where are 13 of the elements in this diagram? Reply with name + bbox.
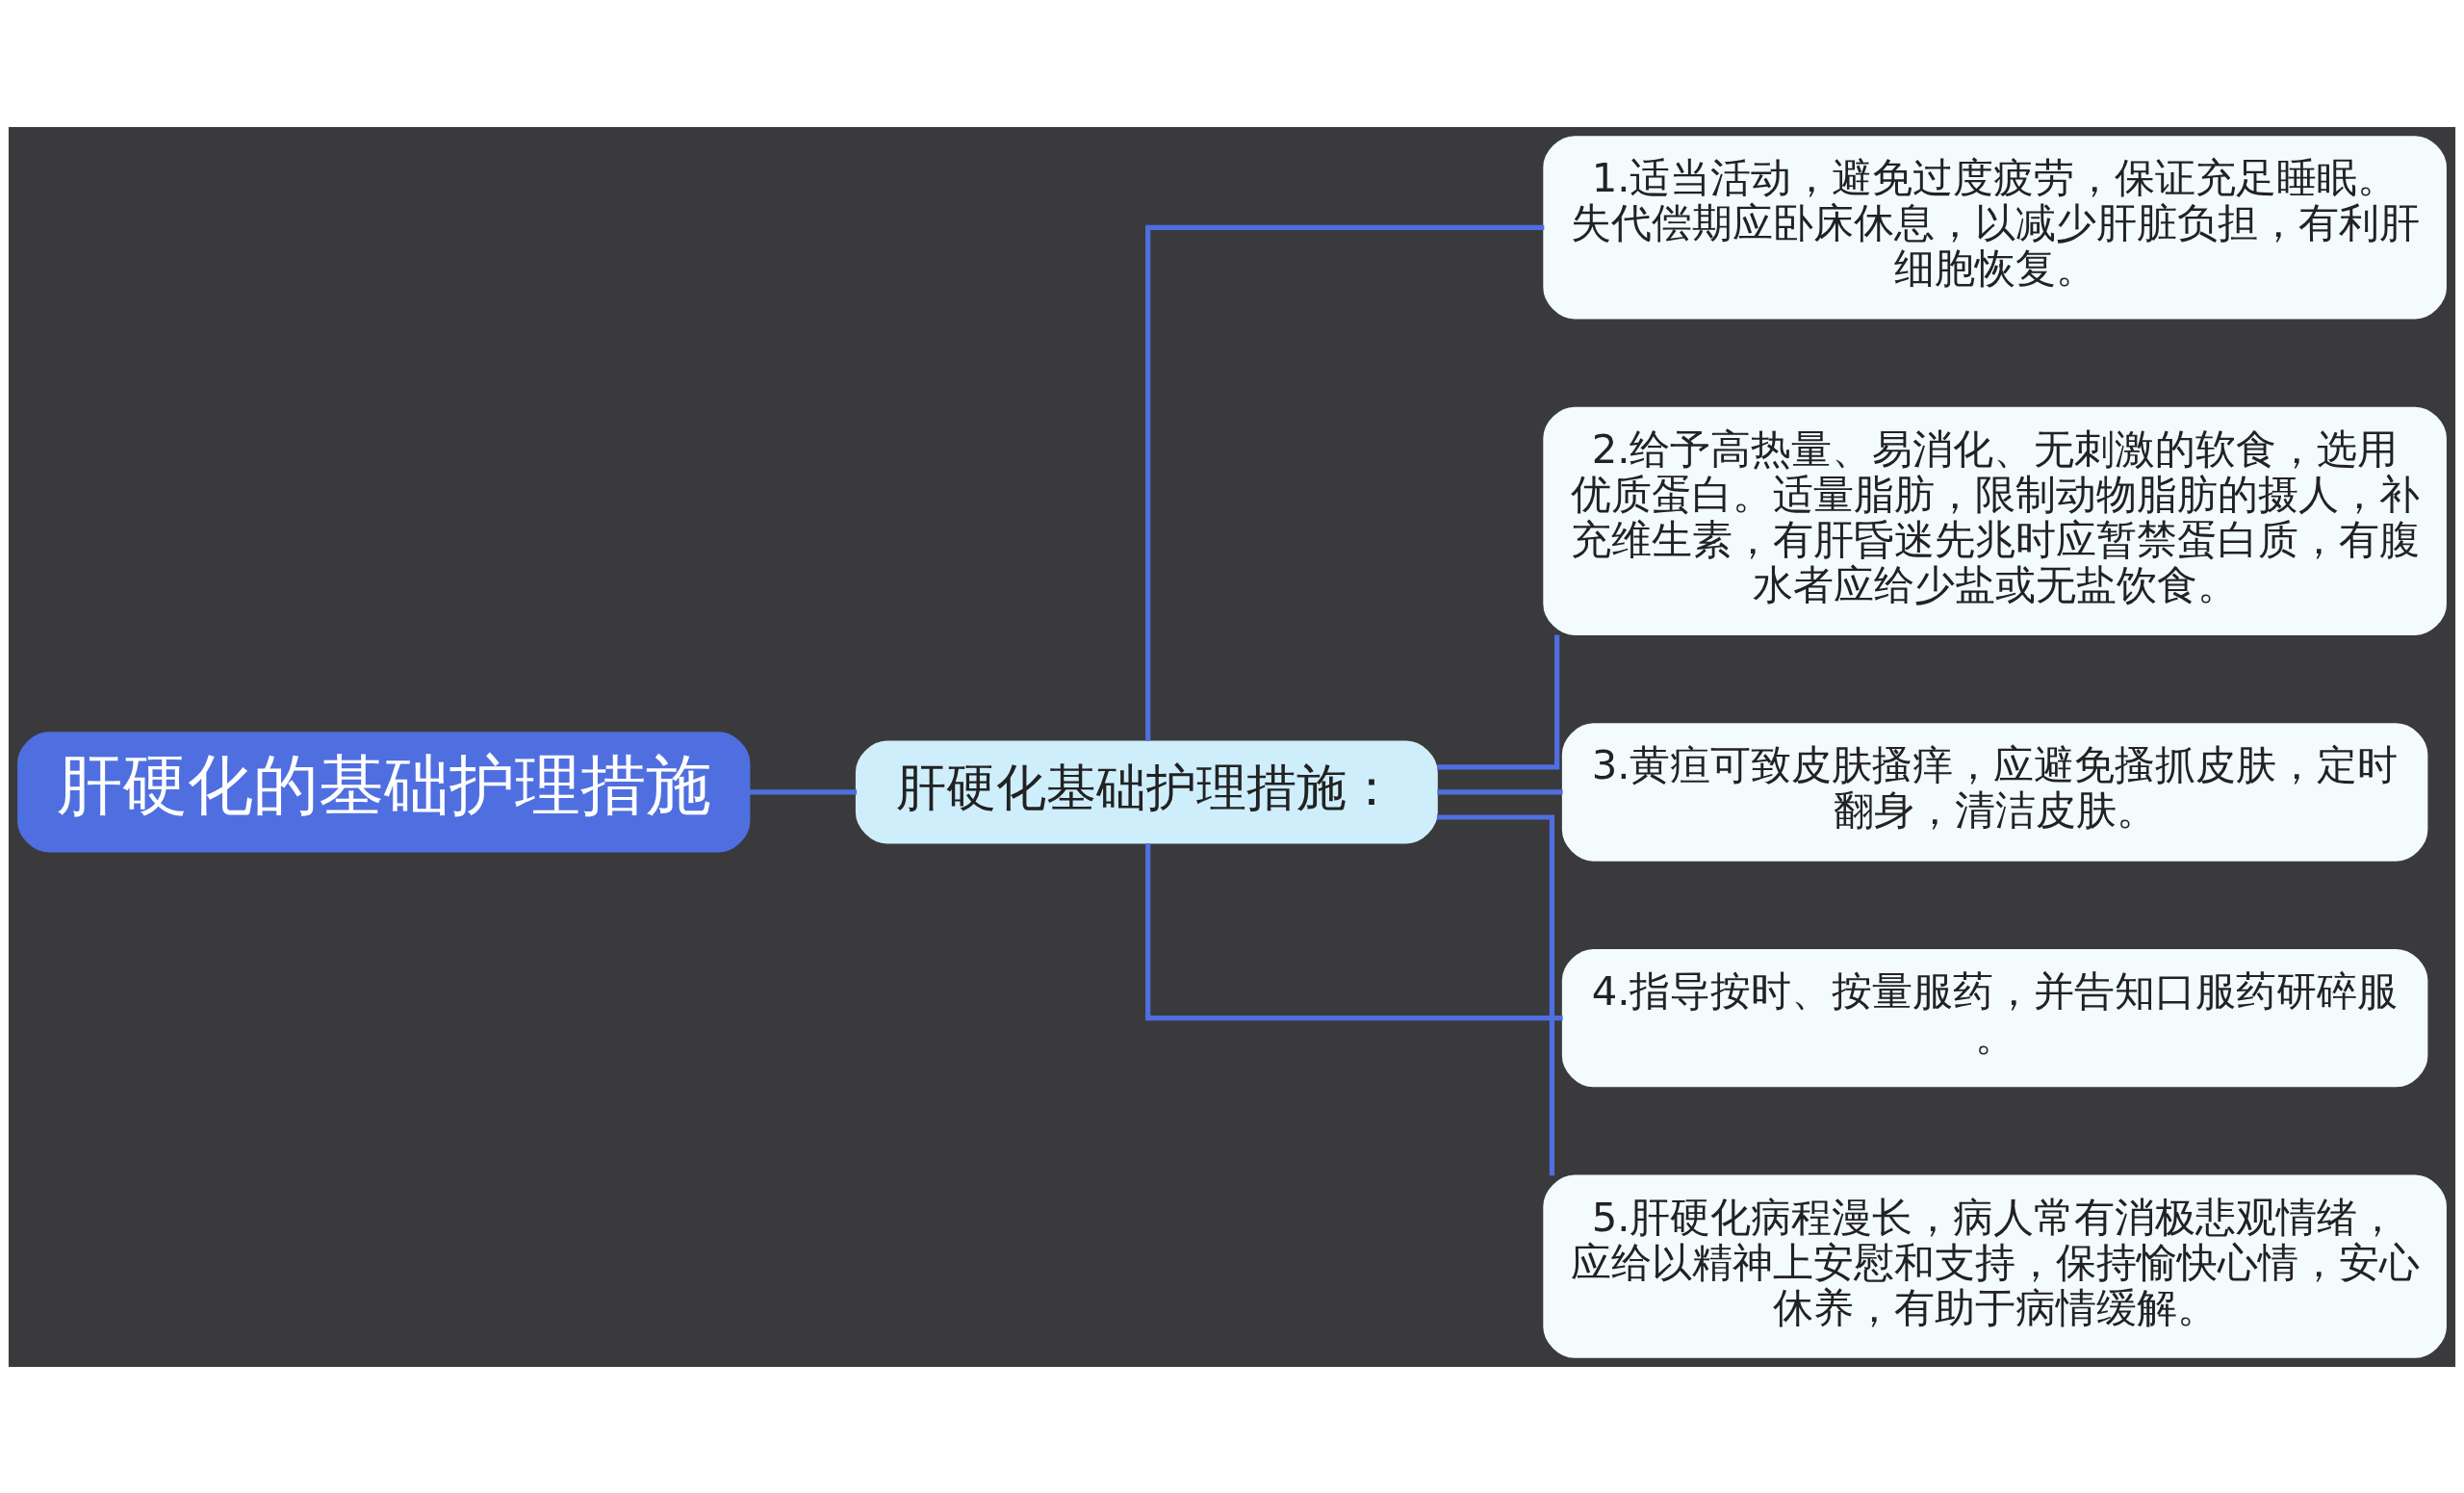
node-box: 3.黄疸可致皮肤搔痒，应避免搔抓皮肤，定时翻身，清洁皮肤。 bbox=[1561, 722, 2428, 862]
node-box: 肝硬化基础护理措施： bbox=[855, 740, 1438, 843]
node-box: 2.给予高热量、易消化、无刺激的软食，选用优质蛋白。适量脂肪，限制动物脂肪的摄人，补充维生素，有肝昏迷先兆时应暂禁蛋白质，有腹水者应给少盐或无盐饮食。 bbox=[1543, 406, 2447, 635]
node-box: 1.适当活动，避免过度疲劳，保证充足睡眠。失代偿期应卧床休息，以减少肝脏负担，有利肝细胞恢复。 bbox=[1543, 135, 2447, 319]
node-box: 4.指导按时、按量服药，并告知口服药研碎服。 bbox=[1561, 948, 2428, 1087]
connector bbox=[1437, 633, 1560, 769]
node-box: 肝硬化的基础护理措施 bbox=[17, 731, 751, 852]
connector bbox=[1437, 788, 1563, 795]
connector bbox=[1436, 813, 1555, 1175]
connector bbox=[749, 788, 858, 795]
connector bbox=[1145, 224, 1545, 741]
node-box: 5.肝硬化病程漫长，病人常有消极悲观情绪，应给以精神上安慰和支持，保持愉快心情，安心休养，有助于病情缓解。 bbox=[1543, 1174, 2447, 1358]
connector bbox=[1145, 842, 1563, 1020]
